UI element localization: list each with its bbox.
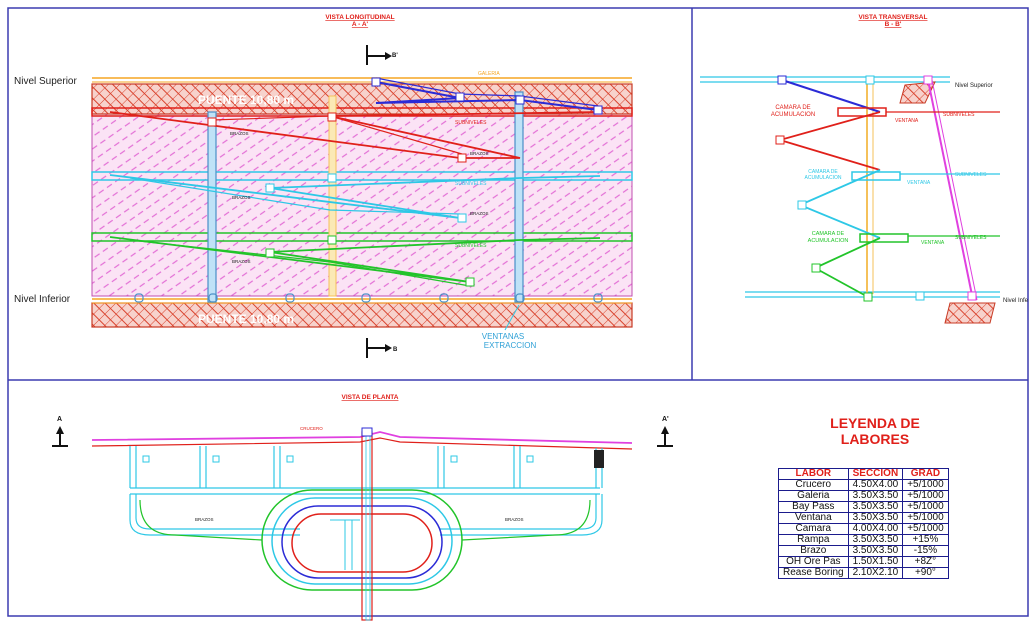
longitudinal-view: [91, 45, 633, 358]
cut-marker-b: B: [393, 347, 398, 353]
labor-cell: Camara: [778, 523, 849, 535]
seccion-cell: 3.50X3.50: [847, 501, 904, 513]
labor-cell: Crucero: [778, 479, 849, 491]
seccion-cell: 3.50X3.50: [847, 545, 904, 557]
subniveles-cyan-label: SUBNIVELES: [455, 181, 487, 187]
brazos-label-4: BRAZOS: [470, 211, 489, 216]
seccion-cell: 4.00X4.00: [847, 523, 904, 535]
camara-green-1: CAMARA DE: [812, 231, 845, 237]
legend-title-line1: LEYENDA DE: [830, 415, 920, 431]
seccion-cell: 4.50X4.00: [847, 479, 904, 491]
seccion-cell: 1.50X1.50: [847, 556, 904, 568]
ventanas-label: VENTANAS: [482, 332, 525, 341]
cut-marker-a: A: [57, 416, 62, 423]
grad-cell: +5/1000: [902, 501, 949, 513]
plan-view: [52, 426, 673, 621]
legend-title-line2: LABORES: [840, 431, 910, 447]
legend-header-row: LABOR SECCION GRAD: [778, 468, 949, 480]
camara-red-1: CAMARA DE: [775, 105, 810, 111]
grad-cell: +5/1000: [902, 490, 949, 502]
labor-cell: Bay Pass: [778, 501, 849, 513]
camara-cyan-1: CAMARA DE: [808, 169, 838, 175]
brazos-label-5: BRAZOS: [232, 259, 251, 264]
camara-green-2: ACUMULACION: [808, 238, 849, 244]
plan-brazos-right: BRAZOS: [505, 517, 524, 522]
labor-cell: Ventana: [778, 512, 849, 524]
extraccion-label: EXTRACCION: [484, 341, 537, 350]
grad-cell: +90°: [902, 567, 949, 579]
ventana-green-label: VENTANA: [921, 240, 945, 246]
transversal-nivel-superior: Nivel Superior: [955, 83, 993, 89]
panel-frames: [7, 7, 1029, 617]
labor-cell: Brazo: [778, 545, 849, 557]
camara-cyan-2: ACUMULACION: [805, 175, 842, 181]
labor-cell: Rampa: [778, 534, 849, 546]
transversal-title: VISTA TRANSVERSAL: [859, 14, 928, 21]
labor-cell: Rease Boring: [778, 567, 849, 579]
seccion-cell: 3.50X3.50: [847, 534, 904, 546]
grad-cell: +8Z°: [902, 556, 949, 568]
transversal-subniveles-red: SUBNIVELES: [943, 112, 975, 118]
seccion-cell: 3.50X3.50: [847, 512, 904, 524]
brazos-label-2: BRAZOS: [470, 151, 489, 156]
seccion-cell: 3.50X3.50: [847, 490, 904, 502]
transversal-section: B - B': [885, 21, 902, 28]
puente-lower-label: PUENTE 10,80 m: [198, 312, 294, 326]
labor-cell: Galeria: [778, 490, 849, 502]
plan-brazos-left: BRAZOS: [195, 517, 214, 522]
nivel-superior-label: Nivel Superior: [14, 76, 77, 87]
grad-cell: +5/1000: [902, 523, 949, 535]
grad-cell: +5/1000: [902, 479, 949, 491]
puente-upper-label: PUENTE 10,80 m: [198, 93, 294, 107]
legend-header-grad: GRAD: [902, 468, 949, 480]
longitudinal-title: VISTA LONGITUDINAL: [325, 14, 394, 21]
cut-marker-b-prime: B': [392, 53, 398, 59]
ventana-red-label: VENTANA: [895, 118, 919, 124]
camara-red-2: ACUMULACION: [771, 112, 815, 118]
transversal-view: [700, 75, 1000, 324]
grad-cell: +15%: [902, 534, 949, 546]
cut-marker-a-prime: A': [662, 416, 669, 423]
longitudinal-section: A - A': [352, 21, 369, 28]
grad-cell: -15%: [902, 545, 949, 557]
transversal-nivel-inferior: Nivel Infe: [1003, 298, 1029, 304]
seccion-cell: 2.10X2.10: [847, 567, 904, 579]
brazos-label-3: BRAZOS: [232, 195, 251, 200]
plan-crucero-label: CRUCERO: [300, 426, 323, 431]
galeria-label: GALERIA: [478, 71, 500, 77]
legend-header-seccion: SECCION: [847, 468, 904, 480]
ventana-cyan-label: VENTANA: [907, 180, 931, 186]
brazos-label-1: BRAZOS: [230, 131, 249, 136]
transversal-subniveles-cyan: SUBNIVELES: [955, 172, 987, 178]
labor-cell: OH Ore Pas: [778, 556, 849, 568]
subniveles-green-label: SUBNIVELES: [455, 243, 487, 249]
plan-title: VISTA DE PLANTA: [342, 394, 399, 401]
grad-cell: +5/1000: [902, 512, 949, 524]
subniveles-red-label: SUBNIVELES: [455, 120, 487, 126]
legend-title: LEYENDA DE LABORES: [800, 415, 950, 447]
transversal-subniveles-green: SUBNIVELES: [955, 235, 987, 241]
nivel-inferior-label: Nivel Inferior: [14, 294, 71, 305]
legend-header-labor: LABOR: [778, 468, 849, 480]
